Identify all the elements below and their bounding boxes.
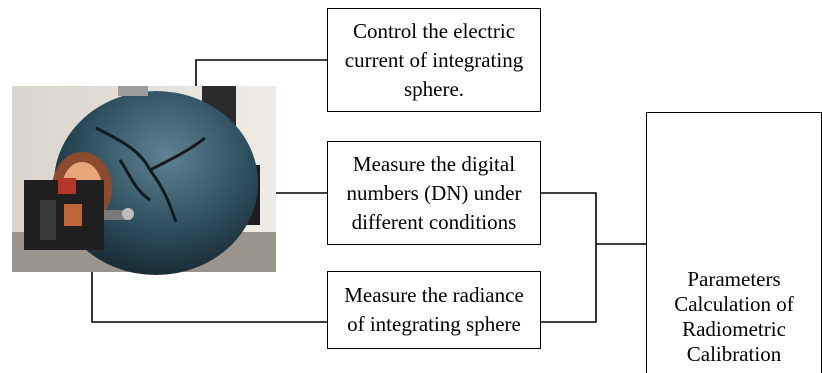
calculation-label: Parameters Calculation of Radiometric Ca… [646,267,822,367]
radiance-line-2: of integrating sphere [347,312,521,336]
calc-line-4: Calibration [686,342,782,366]
calc-line-2: Calculation of [674,292,794,316]
control-line-1: Control the electric [352,18,516,43]
dn-line-1: Measure the digital [352,151,516,176]
radiance-line-1: Measure the radiance [344,283,524,307]
calculation-panel-frame [646,112,822,373]
line-dn-radiance-join [541,192,597,323]
connector-lines [91,59,646,323]
control-line-3: sphere. [403,76,465,101]
calc-line-1: Parameters [687,267,781,291]
dn-line-2: numbers (DN) under [346,180,522,205]
control-current-box: Control the electric current of integrat… [327,8,541,112]
line-sphere-to-control [195,59,327,86]
measure-dn-box: Measure the digital numbers (DN) under d… [327,141,541,245]
calc-line-3: Radiometric [682,317,786,341]
control-line-2: current of integrating [344,47,524,72]
line-sphere-to-radiance [91,272,327,323]
dn-line-3: different conditions [351,209,517,234]
measure-radiance-box: Measure the radiance of integrating sphe… [327,271,541,349]
integrating-sphere-photo [12,86,276,275]
